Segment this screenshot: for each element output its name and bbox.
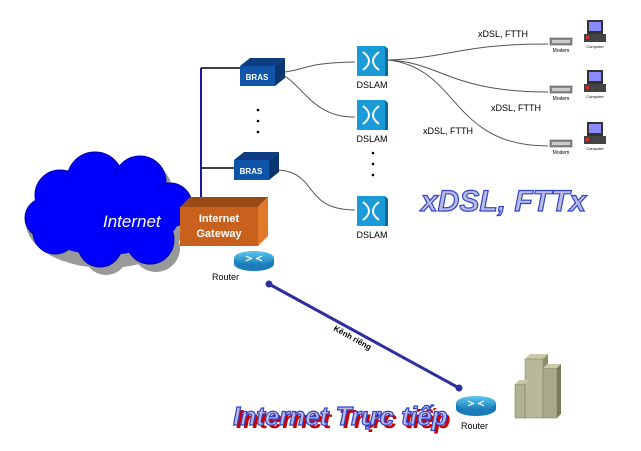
crossover-icon bbox=[362, 201, 380, 221]
dslam-label: DSLAM bbox=[356, 134, 387, 144]
modem: Modem bbox=[549, 85, 573, 102]
dslam-device: DSLAM bbox=[356, 100, 388, 144]
modem: Modem bbox=[549, 139, 573, 156]
router-label: Router bbox=[461, 421, 488, 431]
dslam-label: DSLAM bbox=[356, 230, 387, 240]
modem-label: Modem bbox=[553, 48, 570, 54]
dslam-device: DSLAM bbox=[356, 46, 388, 90]
link-label: xDSL, FTTH bbox=[423, 126, 473, 136]
link-label: xDSL, FTTH bbox=[478, 29, 528, 39]
router: Router bbox=[212, 251, 274, 282]
crossover-icon bbox=[362, 105, 380, 125]
computer: Computer bbox=[584, 70, 606, 99]
link-label: xDSL, FTTH bbox=[491, 103, 541, 113]
gateway-label-line2: Gateway bbox=[196, 228, 242, 240]
direct-title: Internet Trực tiếp bbox=[233, 401, 448, 431]
modem: Modem bbox=[549, 37, 573, 54]
dslam-device: DSLAM bbox=[356, 196, 388, 240]
direct-internet-title: Internet Trực tiếp Internet Trực tiếp bbox=[232, 400, 451, 434]
internet-cloud: Internet bbox=[24, 151, 198, 275]
ellipsis-dots bbox=[256, 108, 375, 177]
dslam-label: DSLAM bbox=[356, 80, 387, 90]
modem-label: Modem bbox=[553, 96, 570, 102]
computer-label: Computer bbox=[586, 146, 604, 151]
trunk-lines bbox=[200, 67, 243, 200]
bras-dslam-links bbox=[270, 61, 356, 211]
internet-gateway: Internet Gateway bbox=[180, 197, 268, 246]
cloud-label: Internet bbox=[103, 212, 162, 231]
bras-label: BRAS bbox=[240, 167, 263, 176]
direct-title-shadow: Internet Trực tiếp bbox=[236, 404, 451, 434]
modem-label: Modem bbox=[553, 150, 570, 156]
bras-device: BRAS bbox=[240, 58, 285, 86]
bras-device: BRAS bbox=[234, 152, 279, 180]
crossover-icon bbox=[362, 51, 380, 71]
computer: Computer bbox=[584, 20, 606, 49]
private-link: Kênh riêng bbox=[265, 280, 463, 392]
dslam-modem-links bbox=[387, 43, 549, 147]
xdsl-fttx-title: xDSL, FTTx bbox=[419, 185, 587, 218]
building-icon bbox=[514, 354, 561, 419]
computer-label: Computer bbox=[586, 44, 604, 49]
router-label: Router bbox=[212, 272, 239, 282]
computer: Computer bbox=[584, 122, 606, 151]
computer-label: Computer bbox=[586, 94, 604, 99]
router: Router bbox=[456, 396, 496, 431]
bras-label: BRAS bbox=[246, 73, 269, 82]
gateway-label-line1: Internet bbox=[199, 213, 240, 225]
